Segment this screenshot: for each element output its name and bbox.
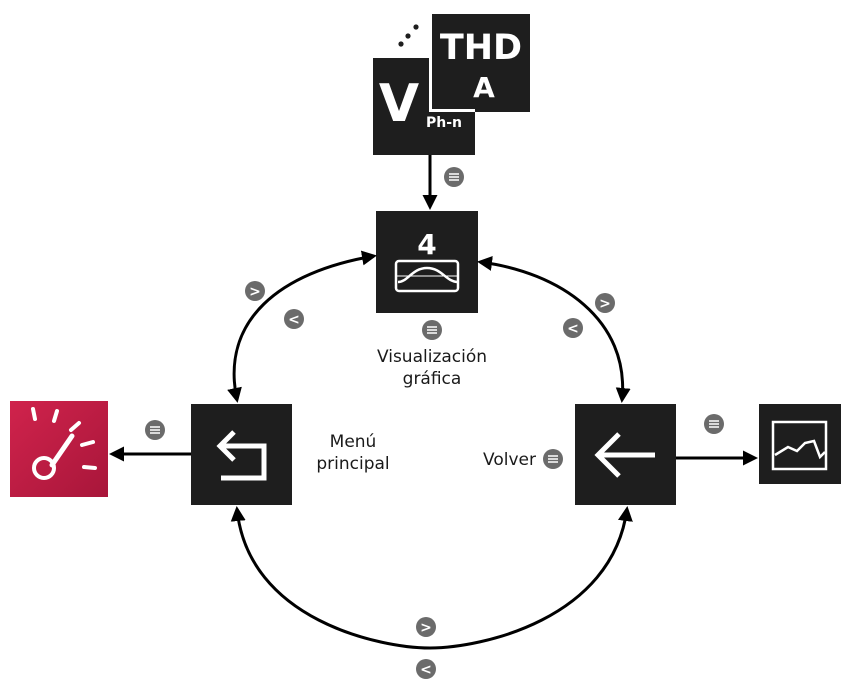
gauge-app-node[interactable]: [10, 401, 108, 497]
arc-graph-menu: [227, 250, 377, 403]
next-button-left[interactable]: >: [245, 281, 265, 301]
next-glyph: >: [599, 296, 611, 312]
main-menu-label: Menú principal: [298, 431, 408, 475]
menu-lines-icon: [150, 426, 160, 434]
main-menu-label-line2: principal: [316, 454, 390, 474]
sine-wave-icon: [394, 259, 460, 293]
prev-button-left[interactable]: <: [284, 309, 304, 329]
thd-text: THD: [440, 28, 522, 68]
graph-view-label: Visualización gráfica: [362, 346, 502, 390]
left-arrow-icon: [594, 432, 655, 478]
arc-graph-back: [477, 256, 631, 403]
v-text: V: [379, 74, 419, 134]
main-menu-node[interactable]: [191, 404, 292, 505]
line-chart-icon: [771, 420, 828, 471]
gauge-icon: [31, 407, 97, 480]
prev-button-bottom[interactable]: <: [416, 659, 436, 679]
dots-icon: [398, 24, 419, 47]
graph-view-label-line1: Visualización: [376, 347, 488, 367]
prev-glyph: <: [567, 321, 579, 337]
ok-button-top[interactable]: [444, 167, 464, 187]
return-arrow-icon: [216, 430, 267, 481]
back-node[interactable]: [575, 404, 676, 505]
prev-glyph: <: [420, 662, 432, 678]
source-node: THD A V Ph-n: [373, 14, 530, 155]
menu-lines-icon: [449, 173, 459, 181]
number-four: 4: [417, 228, 436, 261]
ph-n-text: Ph-n: [426, 115, 462, 131]
prev-glyph: <: [288, 312, 300, 328]
main-menu-label-line1: Menú: [329, 432, 377, 452]
next-button-bottom[interactable]: >: [416, 617, 436, 637]
vph-tile: [373, 55, 475, 155]
back-label: Volver: [483, 450, 536, 470]
next-glyph: >: [249, 284, 261, 300]
next-glyph: >: [420, 620, 432, 636]
ok-button-gauge[interactable]: [145, 420, 165, 440]
thd-tile: [432, 14, 530, 112]
arc-menu-back: [230, 506, 633, 650]
prev-button-right[interactable]: <: [563, 318, 583, 338]
a-text: A: [473, 71, 495, 104]
chart-screen-node[interactable]: [759, 404, 841, 484]
ok-button-back[interactable]: [543, 449, 563, 469]
menu-lines-icon: [427, 326, 437, 334]
menu-lines-icon: [709, 420, 719, 428]
graph-view-node[interactable]: 4: [376, 211, 478, 313]
next-button-right[interactable]: >: [595, 293, 615, 313]
graph-view-label-line2: gráfica: [402, 369, 462, 389]
ok-button-graph[interactable]: [422, 320, 442, 340]
ok-button-chart[interactable]: [704, 414, 724, 434]
menu-lines-icon: [548, 455, 558, 463]
